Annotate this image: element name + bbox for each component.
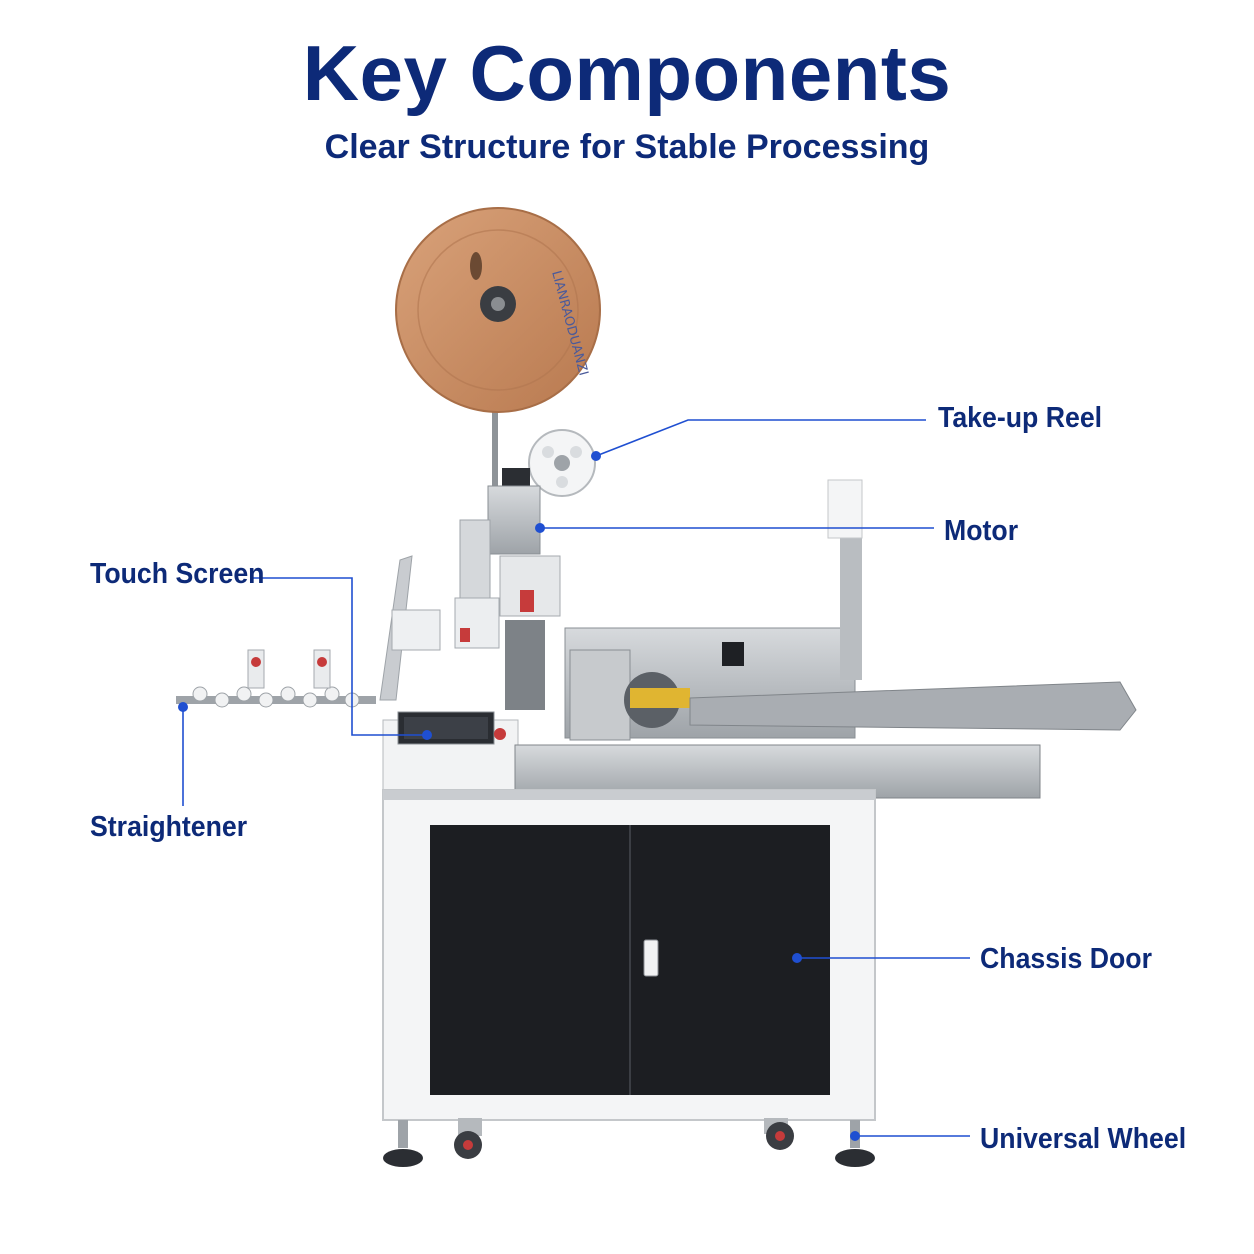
callout-straightener: Straightener (90, 811, 248, 843)
straightener (176, 649, 376, 708)
cabinet (382, 789, 876, 1121)
leader-dot-chassis-door (792, 953, 802, 963)
page-title: Key Components (302, 29, 952, 117)
feeder-guide (379, 555, 441, 701)
page-subtitle: Clear Structure for Stable Processing (324, 128, 930, 166)
wire-reel: LIANRAODUANZI (395, 207, 601, 490)
leader-dot-touch-screen (422, 730, 432, 740)
callout-universal-wheel: Universal Wheel (980, 1123, 1187, 1155)
leader-dot-motor (535, 523, 545, 533)
leader-dots (178, 451, 860, 1141)
callout-take-up-reel: Take-up Reel (938, 402, 1103, 434)
motor (454, 468, 561, 710)
leader-dot-take-up-reel (591, 451, 601, 461)
leader-line-take-up-reel (595, 419, 926, 457)
callout-touch-screen: Touch Screen (90, 558, 265, 590)
take-up-reel (528, 429, 596, 497)
worktable (382, 479, 1137, 801)
callout-chassis-door: Chassis Door (980, 943, 1152, 975)
leader-dot-universal-wheel (850, 1131, 860, 1141)
callout-motor: Motor (944, 515, 1019, 547)
leader-lines (182, 419, 970, 1137)
leader-dot-straightener (178, 702, 188, 712)
leader-line-touch-screen (252, 577, 427, 736)
universal-wheels (383, 1118, 875, 1167)
